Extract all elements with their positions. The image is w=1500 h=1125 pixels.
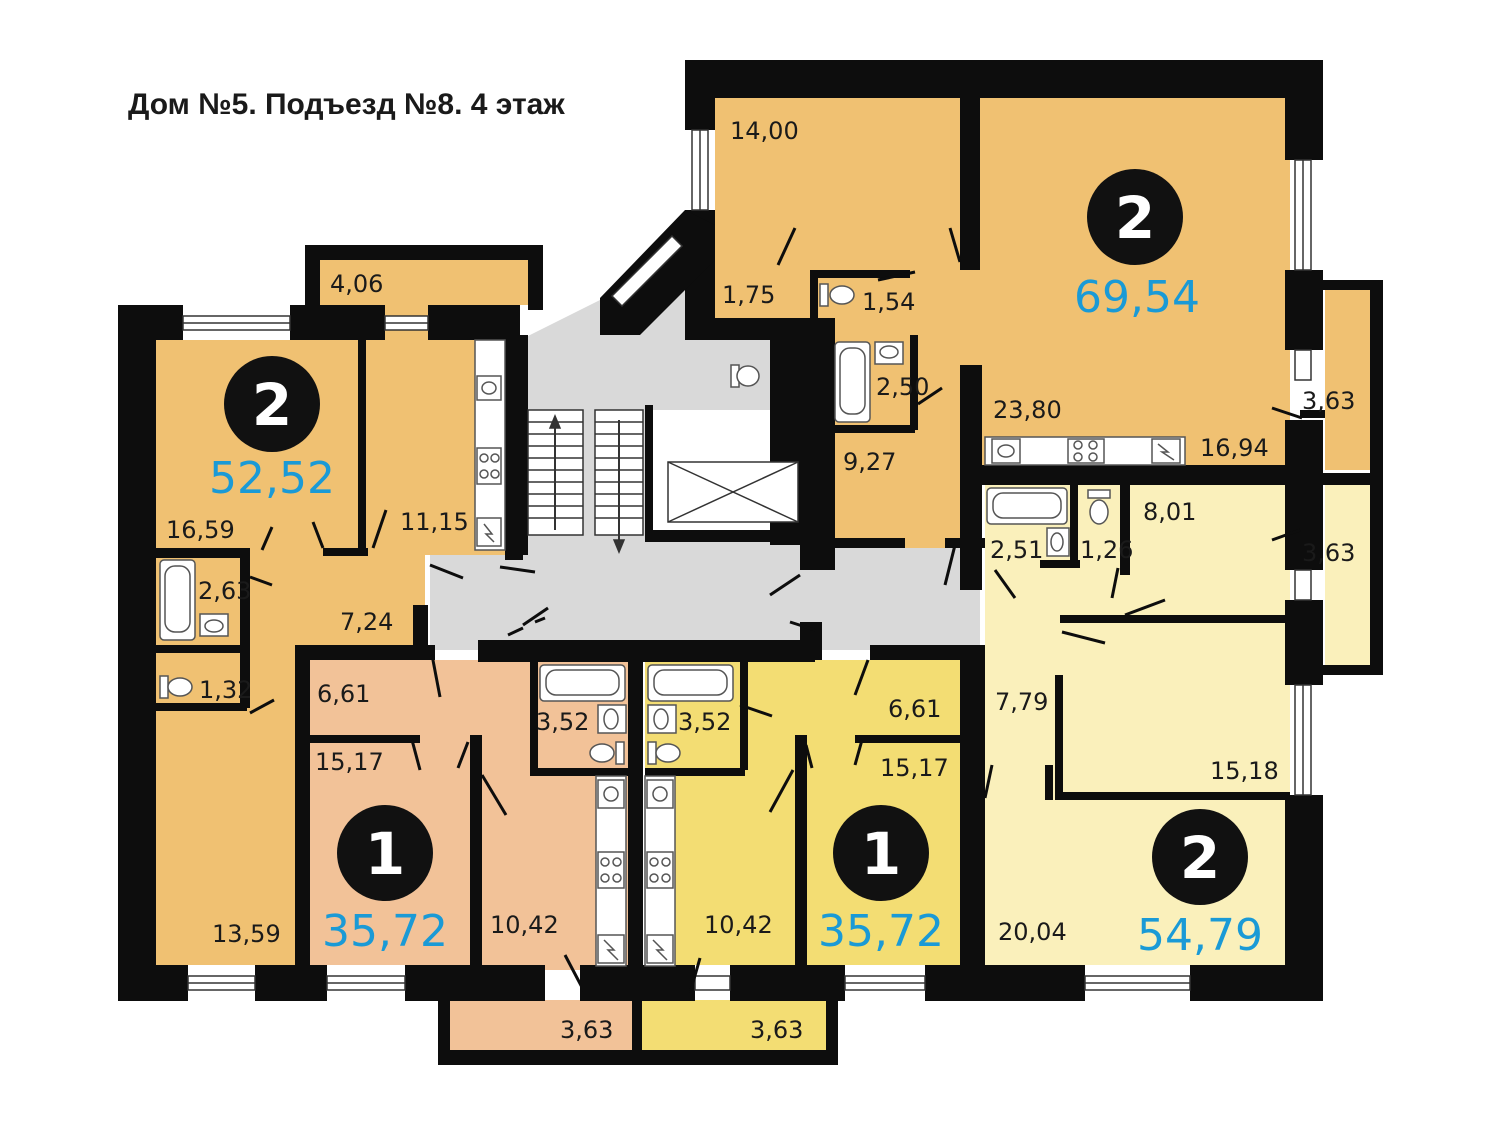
- staircase: [527, 409, 644, 554]
- apartment-bottom-center-balcony: [640, 1000, 828, 1052]
- apartment-left-badge: 2 52,52: [209, 356, 335, 504]
- door-swings: [249, 227, 1303, 994]
- area-label: 6,61: [888, 695, 941, 723]
- kitchen-icons-bottom-center: [644, 775, 676, 967]
- area-label: 7,24: [340, 608, 393, 636]
- toilet-icon-top: [819, 283, 855, 307]
- area-label: 1,32: [199, 676, 252, 704]
- area-label: 11,15: [400, 508, 469, 536]
- apartment-total-area: 35,72: [818, 906, 944, 957]
- bathtub-icon-right: [986, 487, 1068, 525]
- area-label: 23,80: [993, 396, 1062, 424]
- kitchen-icons-top: [984, 436, 1186, 466]
- sink-icon-top: [874, 341, 904, 365]
- apartment-top-right-badge: 2 69,54: [1074, 169, 1200, 323]
- apartment-bottom-center-badge: 1 35,72: [818, 805, 944, 957]
- room-area-labels: 14,00 1,75 1,54 2,50 9,27 23,80 16,94 3,…: [166, 117, 1355, 1044]
- apartment-top-right-balcony: [1325, 290, 1370, 470]
- toilet-icon-right: [1087, 489, 1111, 525]
- room-count: 1: [861, 820, 901, 888]
- common-toilet-icon: [730, 364, 760, 388]
- area-label: 8,01: [1143, 498, 1196, 526]
- area-label: 3,52: [536, 708, 589, 736]
- bath-fixtures-bottom-center: [647, 664, 734, 765]
- room-count: 2: [1180, 824, 1220, 892]
- area-label: 14,00: [730, 117, 799, 145]
- sink-icon-left: [199, 613, 229, 637]
- room-count: 2: [252, 371, 292, 439]
- area-label: 13,59: [212, 920, 281, 948]
- area-label: 16,59: [166, 516, 235, 544]
- kitchen-icons-bottom-left: [595, 775, 627, 967]
- bath-fixtures-bottom-left: [539, 664, 627, 765]
- area-label: 16,94: [1200, 434, 1269, 462]
- area-label: 2,63: [198, 577, 251, 605]
- bathtub-icon-left: [159, 559, 196, 641]
- apartment-right-badge: 2 54,79: [1137, 809, 1263, 961]
- area-label: 3,63: [1302, 387, 1355, 415]
- area-label: 2,51: [990, 536, 1043, 564]
- area-label: 7,79: [995, 688, 1048, 716]
- apartment-total-area: 52,52: [209, 453, 335, 504]
- area-label: 2,50: [876, 373, 929, 401]
- windows: [182, 129, 1312, 991]
- area-label: 9,27: [843, 448, 896, 476]
- area-label: 3,63: [750, 1016, 803, 1044]
- common-area: [430, 280, 980, 650]
- area-label: 15,18: [1210, 757, 1279, 785]
- area-label: 4,06: [330, 270, 383, 298]
- area-label: 3,63: [1302, 539, 1355, 567]
- apartment-bottom-left-balcony: [450, 1000, 635, 1052]
- area-label: 15,17: [315, 748, 384, 776]
- area-label: 10,42: [704, 911, 773, 939]
- area-label: 1,54: [862, 288, 915, 316]
- walls: [118, 60, 1383, 1065]
- room-count: 1: [365, 820, 405, 888]
- room-count: 2: [1115, 184, 1155, 252]
- sink-icon-right: [1046, 527, 1070, 557]
- area-label: 1,26: [1080, 536, 1133, 564]
- area-label: 6,61: [317, 680, 370, 708]
- area-label: 1,75: [722, 281, 775, 309]
- bathtub-icon-top: [834, 341, 871, 423]
- area-label: 3,63: [560, 1016, 613, 1044]
- toilet-icon-left: [159, 675, 193, 699]
- apartment-total-area: 54,79: [1137, 910, 1263, 961]
- kitchen-icons-left: [474, 339, 506, 551]
- area-label: 15,17: [880, 754, 949, 782]
- apartment-total-area: 69,54: [1074, 272, 1200, 323]
- apartment-total-area: 35,72: [322, 906, 448, 957]
- apartment-bottom-left-badge: 1 35,72: [322, 805, 448, 957]
- elevator-shaft: [667, 461, 799, 523]
- apartment-right-balcony: [1325, 485, 1370, 665]
- area-label: 10,42: [490, 911, 559, 939]
- area-label: 3,52: [678, 708, 731, 736]
- floor-plan-title: Дом №5. Подъезд №8. 4 этаж: [128, 88, 565, 121]
- area-label: 20,04: [998, 918, 1067, 946]
